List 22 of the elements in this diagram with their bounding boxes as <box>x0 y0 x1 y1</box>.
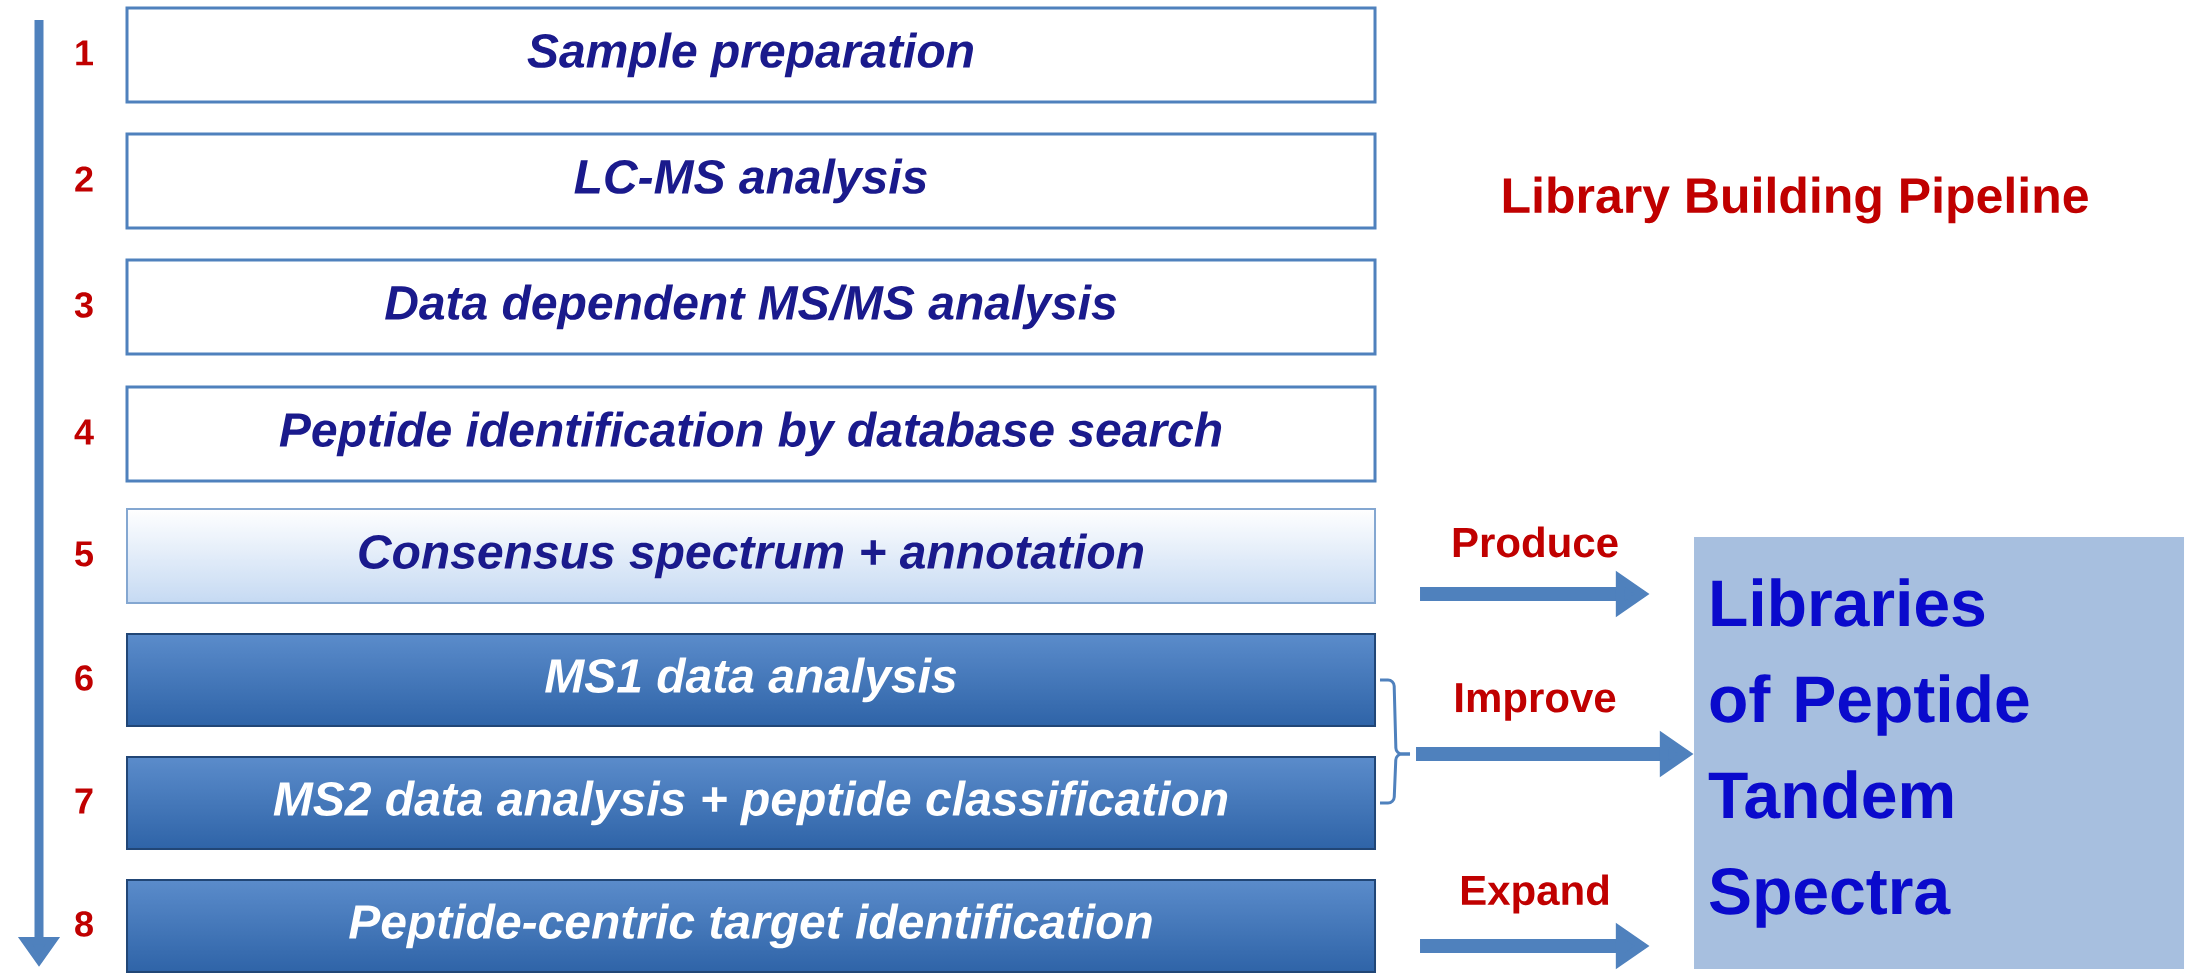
step-number: 8 <box>75 911 93 937</box>
step-number: 5 <box>75 541 93 567</box>
title: Library Building Pipeline <box>1503 176 2088 224</box>
step-number: 6 <box>75 665 93 691</box>
process-box: MS1 data analysis <box>126 633 1376 727</box>
process-box: Consensus spectrum + annotation <box>126 508 1376 604</box>
step-number: 3 <box>74 292 93 318</box>
step-number: 2 <box>75 166 93 192</box>
process-box: Data dependent MS/MS analysis <box>125 258 1377 356</box>
process-box: Sample preparation <box>125 6 1377 104</box>
edge-label: Produce <box>1449 524 1622 560</box>
process-box: LC-MS analysis <box>125 132 1377 230</box>
edge-label: Improve <box>1451 681 1619 723</box>
library-box: Libraries of Peptide Tandem Spectra <box>1694 537 2184 969</box>
process-box: Peptide identification by database search <box>125 385 1377 483</box>
step-number: 7 <box>75 788 93 814</box>
edge-label: Expand <box>1457 872 1613 916</box>
process-box: Peptide-centric target identification <box>126 879 1376 973</box>
step-number: 4 <box>74 419 94 445</box>
step-number: 1 <box>76 40 93 66</box>
bracket <box>1380 752 1410 805</box>
process-box: MS2 data analysis + peptide classification <box>126 756 1376 850</box>
